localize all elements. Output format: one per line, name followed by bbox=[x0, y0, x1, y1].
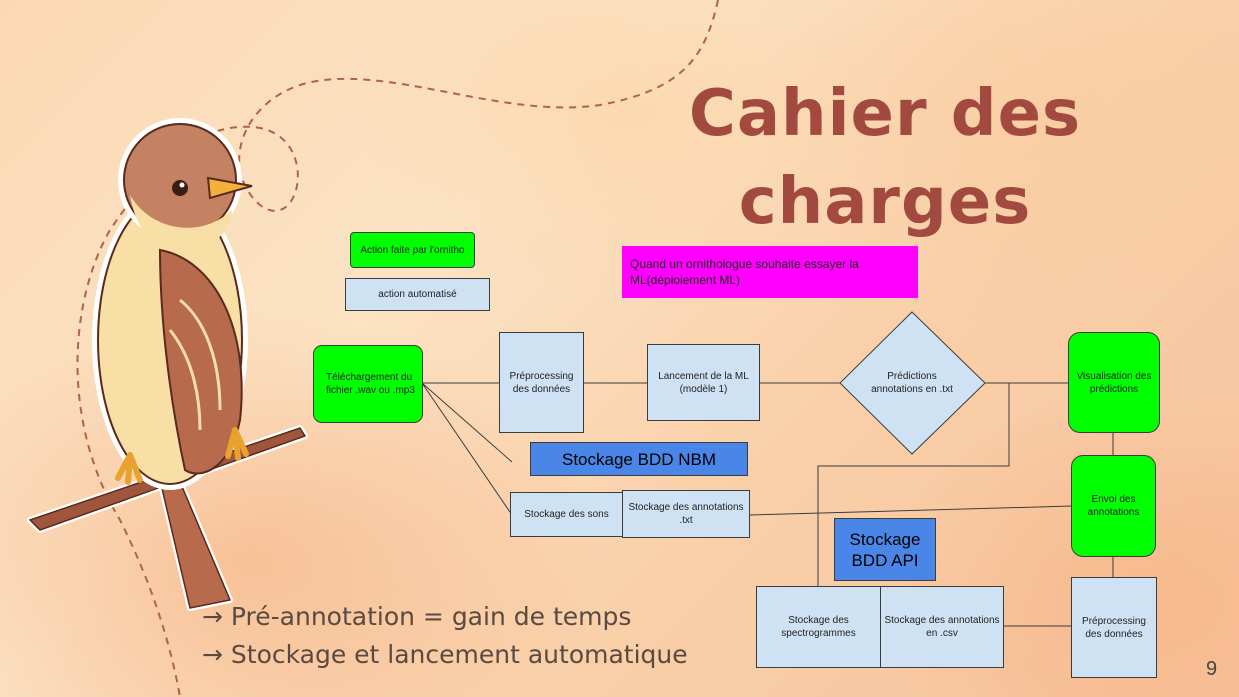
node-predictions: Prédictions annotations en .txt bbox=[868, 358, 956, 408]
node-stockage-sons-label: Stockage des sons bbox=[524, 509, 609, 520]
node-stockage-bdd-nbm-label: Stockage BDD NBM bbox=[562, 449, 716, 469]
ml-deployment-banner-text: Quand un ornithologue souhaite essayer l… bbox=[630, 257, 859, 287]
title-line-2: charges bbox=[738, 165, 1032, 239]
node-preprocessing-1: Préprocessing des données bbox=[499, 332, 584, 433]
node-stockage-sons: Stockage des sons bbox=[510, 492, 623, 537]
bullet-stockage-lancement: → Stockage et lancement automatique bbox=[202, 640, 688, 669]
node-lancement-ml: Lancement de la ML (modèle 1) bbox=[647, 344, 760, 421]
legend-auto-action: action automatisé bbox=[345, 278, 490, 311]
node-stockage-bdd-nbm: Stockage BDD NBM bbox=[530, 442, 748, 476]
diagram-connectors bbox=[421, 382, 1114, 627]
node-predictions-label: Prédictions annotations en .txt bbox=[871, 371, 953, 395]
node-stockage-annotations-csv-label: Stockage des annotations en .csv bbox=[884, 615, 1000, 639]
node-envoi: Envoi des annotations bbox=[1071, 455, 1156, 557]
node-stockage-bdd-api: Stockage BDD API bbox=[834, 518, 936, 581]
title-line-1: Cahier des bbox=[688, 77, 1082, 151]
node-stockage-spectrogrammes-label: Stockage des spectrogrammes bbox=[781, 615, 856, 639]
bullet-pre-annotation: → Pré-annotation = gain de temps bbox=[202, 602, 632, 631]
node-preprocessing-2-label: Préprocessing des données bbox=[1082, 615, 1146, 640]
node-preprocessing-1-label: Préprocessing des données bbox=[509, 370, 574, 395]
node-telechargement: Téléchargement du fichier .wav ou .mp3 bbox=[313, 345, 423, 423]
ml-deployment-banner: Quand un ornithologue souhaite essayer l… bbox=[622, 246, 918, 298]
node-stockage-annotations-csv: Stockage des annotations en .csv bbox=[880, 586, 1004, 668]
dashed-path-decoration bbox=[76, 0, 719, 697]
node-stockage-annotations-txt: Stockage des annotations .txt bbox=[622, 490, 750, 538]
connector-telechargement-stockage-sons bbox=[421, 382, 513, 516]
connector-predictions-spectro bbox=[817, 383, 1010, 587]
predictions-diamond bbox=[839, 311, 986, 455]
legend-user-action-label: Action faite par l'ornitho bbox=[360, 244, 465, 256]
legend-auto-action-label: action automatisé bbox=[378, 289, 457, 300]
node-stockage-annotations-txt-label: Stockage des annotations .txt bbox=[628, 502, 744, 526]
page-number: 9 bbox=[1206, 658, 1218, 680]
node-preprocessing-2: Préprocessing des données bbox=[1071, 577, 1157, 678]
legend-user-action: Action faite par l'ornitho bbox=[350, 232, 475, 268]
connector-annot-txt-envoi bbox=[749, 505, 1073, 516]
connector-telechargement-nbm bbox=[421, 382, 513, 463]
node-lancement-ml-label: Lancement de la ML (modèle 1) bbox=[658, 370, 749, 395]
slide-title: Cahier des charges bbox=[660, 70, 1110, 246]
bird-illustration bbox=[27, 118, 308, 611]
node-stockage-spectrogrammes: Stockage des spectrogrammes bbox=[756, 586, 881, 668]
node-visualisation: Visualisation des prédictions bbox=[1068, 332, 1160, 433]
node-envoi-label: Envoi des annotations bbox=[1087, 494, 1140, 518]
node-telechargement-label: Téléchargement du fichier .wav ou .mp3 bbox=[326, 372, 415, 396]
node-visualisation-label: Visualisation des prédictions bbox=[1076, 370, 1152, 395]
node-stockage-bdd-api-label: Stockage BDD API bbox=[849, 529, 921, 570]
